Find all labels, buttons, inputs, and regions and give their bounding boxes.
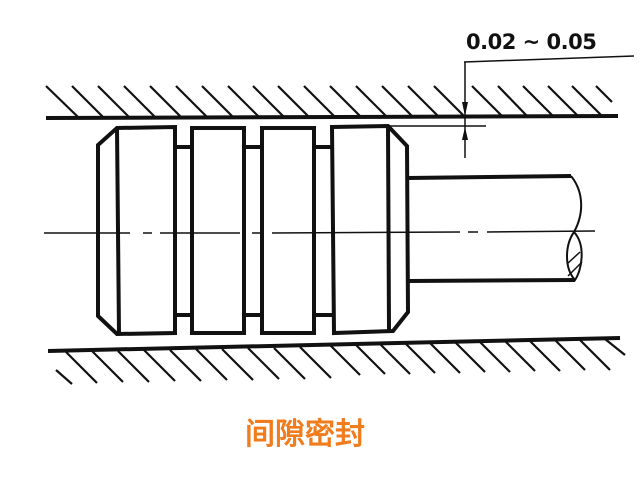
piston-rod [407,174,583,283]
dimension-arrow-up-icon [462,127,468,140]
cylinder-wall-bottom [47,336,626,385]
centerline [44,230,596,234]
dimension-arrow-down-icon [462,102,468,116]
clearance-dimension-label: 0.02 ~ 0.05 [466,30,597,54]
diagram-caption: 间隙密封 [245,417,365,452]
clearance-dimension [388,55,635,158]
cylinder-wall-top [45,85,619,120]
piston [96,123,411,337]
